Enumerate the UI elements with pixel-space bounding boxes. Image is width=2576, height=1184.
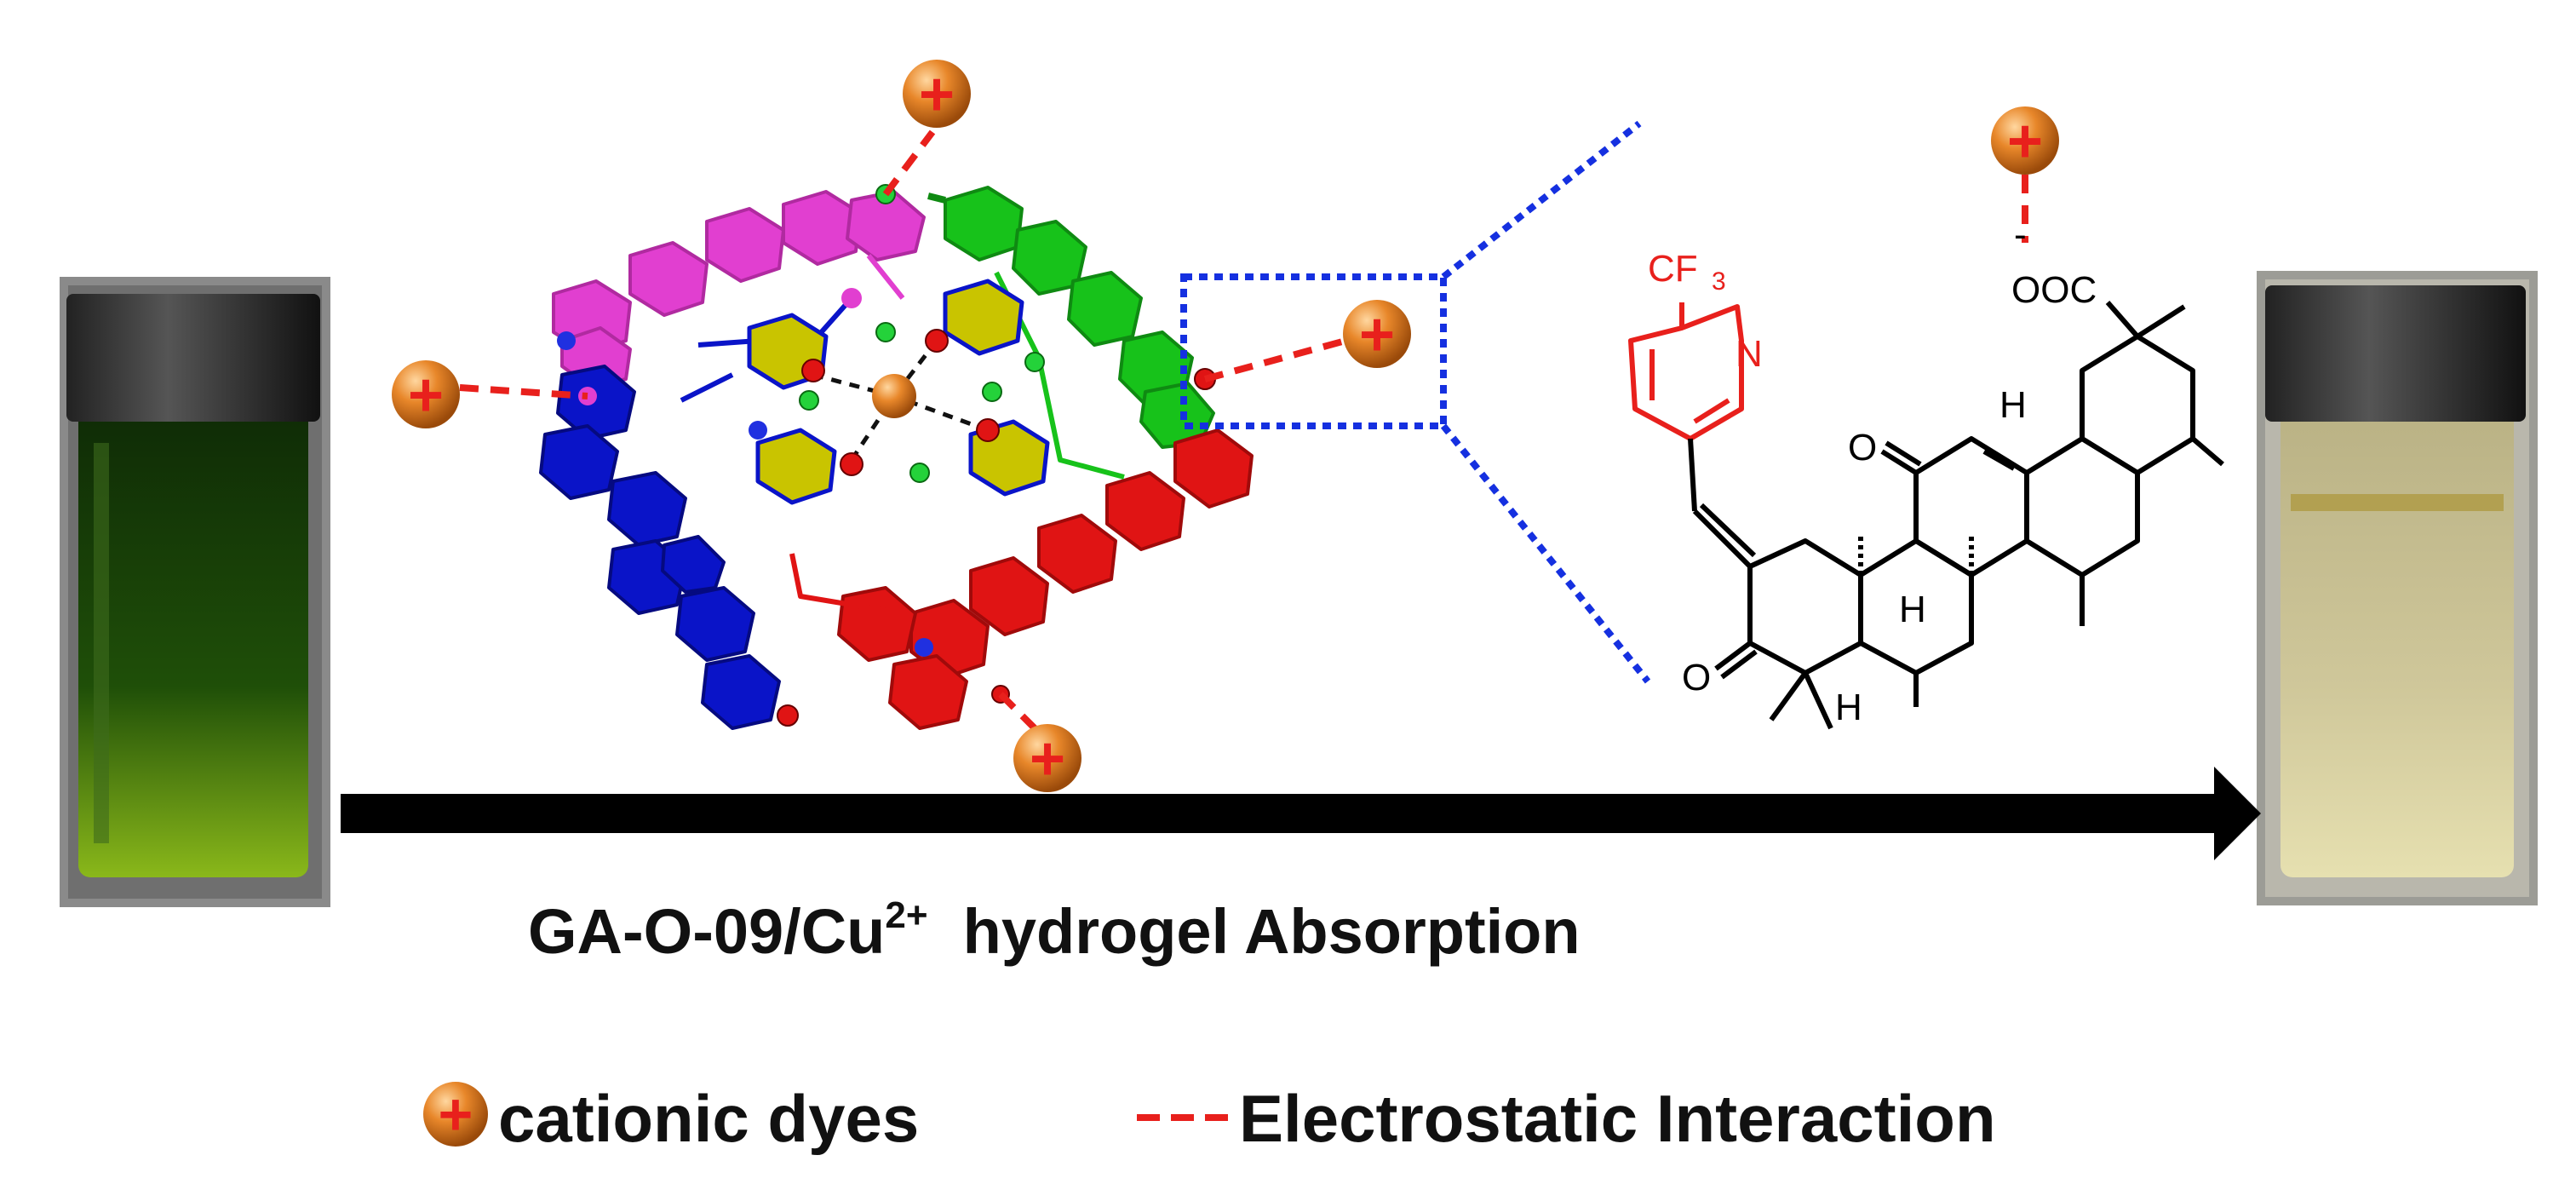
cation-ball: +	[1991, 106, 2059, 175]
cation-dyes: + + + + +	[392, 60, 2059, 793]
blue-atom	[749, 421, 767, 440]
vial-cap	[66, 294, 320, 422]
ketone-o-label: O	[1848, 427, 1877, 468]
carboxylate-label: OOC	[2011, 269, 2097, 311]
blue-atom	[915, 638, 933, 657]
h-label: H	[1835, 687, 1862, 728]
svg-text:+: +	[2007, 107, 2043, 175]
structure-labels: CF 3 N OOC - O O H H H	[1648, 214, 2097, 728]
legend-cation-icon: +	[423, 1081, 488, 1147]
electrostatic-lines	[459, 129, 2028, 735]
legend-cation-label: cationic dyes	[498, 1081, 920, 1156]
h-label: H	[1899, 589, 1926, 630]
svg-text:+: +	[408, 361, 444, 429]
negative-charge: -	[2014, 214, 2027, 256]
process-arrow	[341, 762, 2261, 865]
legend-interaction-label: Electrostatic Interaction	[1239, 1081, 1996, 1156]
svg-text:+: +	[1030, 725, 1065, 793]
pale-solution	[2281, 400, 2514, 877]
cu-center	[872, 374, 916, 418]
vial-before-photo	[60, 277, 330, 907]
svg-text:+: +	[919, 60, 955, 129]
helical-assembly	[539, 184, 1254, 730]
caption-prefix: GA-O-09/Cu	[528, 896, 886, 967]
red-strand	[837, 428, 1254, 730]
cation-ball: +	[1013, 724, 1081, 793]
scheme-caption: GA-O-09/Cu2+ hydrogel Absorption	[528, 894, 1581, 968]
green-strand	[927, 186, 1215, 449]
vial-after-photo	[2257, 271, 2538, 905]
dark-green-solution	[78, 400, 308, 877]
vial-cap	[2265, 285, 2526, 422]
caption-superscript: 2+	[885, 894, 928, 936]
cf3-subscript: 3	[1712, 267, 1726, 296]
blue-atom	[557, 331, 576, 350]
pyridine-ring	[1628, 302, 1744, 441]
ketone-o-label: O	[1682, 657, 1711, 698]
h-label: H	[1999, 384, 2027, 426]
magenta-strand	[552, 190, 926, 389]
cation-ball: +	[1343, 300, 1411, 369]
chemical-structure	[1628, 301, 2224, 730]
magenta-atom	[841, 288, 862, 308]
svg-text:+: +	[439, 1081, 473, 1147]
pyridine-n-label: N	[1736, 333, 1763, 375]
caption-suffix: hydrogel Absorption	[962, 896, 1581, 967]
cation-ball: +	[392, 360, 460, 429]
blue-strand	[539, 365, 781, 730]
cation-ball: +	[903, 60, 971, 129]
cf3-label: CF	[1648, 248, 1698, 290]
zoom-box	[1180, 120, 1651, 684]
svg-text:+: +	[1359, 301, 1395, 369]
